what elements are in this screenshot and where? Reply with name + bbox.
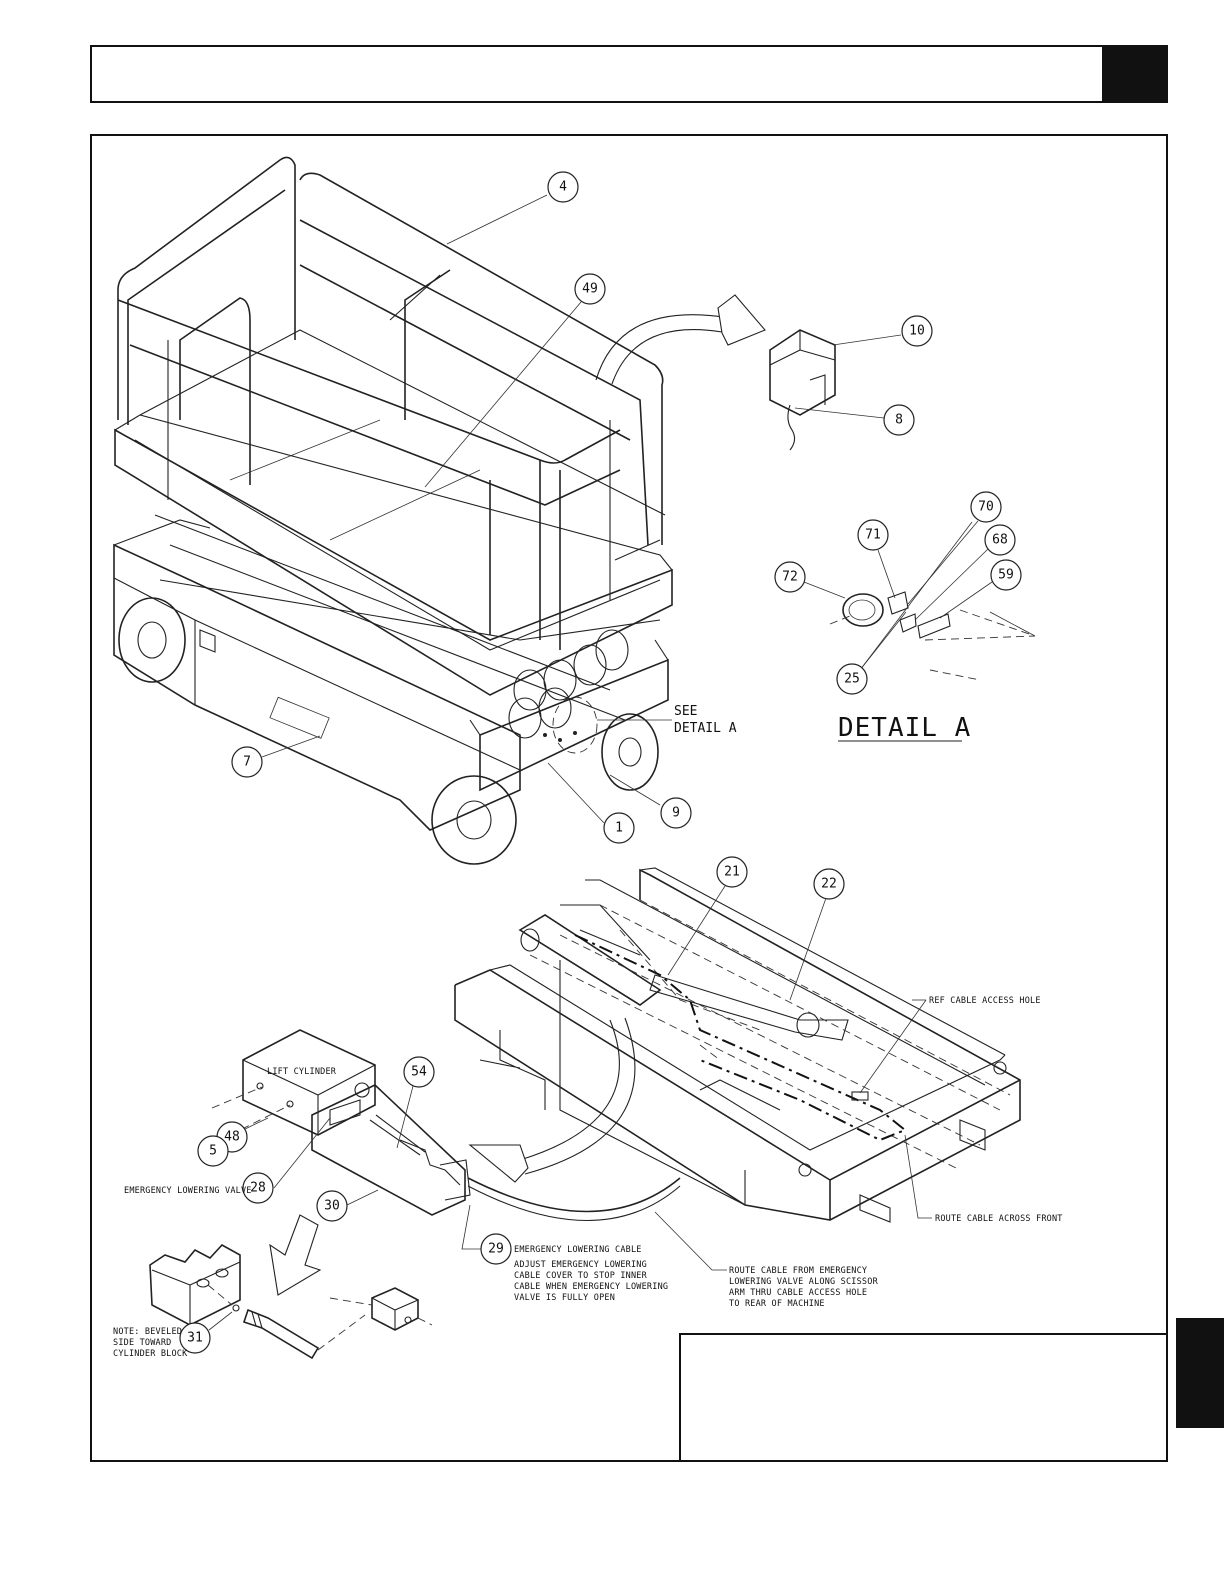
svg-text:28: 28 <box>250 1181 266 1196</box>
callout-5: 5 <box>197 1135 229 1167</box>
svg-text:7: 7 <box>243 755 251 770</box>
svg-text:TO REAR OF MACHINE: TO REAR OF MACHINE <box>729 1299 825 1309</box>
svg-text:49: 49 <box>582 282 598 297</box>
svg-text:9: 9 <box>672 806 680 821</box>
valve-exploded-illustration <box>149 1243 433 1360</box>
detail-a-illustration <box>829 591 1036 681</box>
svg-text:29: 29 <box>488 1242 504 1257</box>
route-cable-note: ROUTE CABLE FROM EMERGENCY LOWERING VALV… <box>729 1266 879 1309</box>
control-box-illustration <box>769 329 836 451</box>
beveled-note: NOTE: BEVELED SIDE TOWARD CYLINDER BLOCK <box>113 1327 188 1359</box>
section-thumb-tab <box>1176 1318 1224 1428</box>
svg-text:NOTE: BEVELED: NOTE: BEVELED <box>113 1327 182 1337</box>
svg-text:8: 8 <box>895 413 903 428</box>
header-section-tab <box>1102 47 1166 101</box>
callout-49: 49 <box>424 273 606 488</box>
svg-text:ROUTE CABLE FROM EMERGENCY: ROUTE CABLE FROM EMERGENCY <box>729 1266 867 1276</box>
svg-text:68: 68 <box>992 533 1008 548</box>
svg-text:ARM THRU CABLE ACCESS HOLE: ARM THRU CABLE ACCESS HOLE <box>729 1288 867 1298</box>
detail-a-heading: DETAIL A <box>838 713 971 743</box>
callout-68: 68 <box>914 524 1016 621</box>
svg-text:ADJUST EMERGENCY LOWERING: ADJUST EMERGENCY LOWERING <box>514 1260 647 1270</box>
svg-text:71: 71 <box>865 528 881 543</box>
svg-text:31: 31 <box>187 1331 203 1346</box>
svg-text:48: 48 <box>224 1130 240 1145</box>
svg-text:5: 5 <box>209 1144 217 1159</box>
svg-text:59: 59 <box>998 568 1014 583</box>
callout-4: 4 <box>446 171 579 245</box>
callout-30: 30 <box>316 1189 379 1222</box>
svg-text:22: 22 <box>821 877 837 892</box>
callout-7: 7 <box>231 735 321 778</box>
callout-31: 31 <box>179 1311 233 1354</box>
svg-text:VALVE IS FULLY OPEN: VALVE IS FULLY OPEN <box>514 1293 615 1303</box>
scissor-lift-illustration <box>113 156 673 865</box>
svg-text:1: 1 <box>615 821 623 836</box>
svg-text:CABLE COVER TO STOP INNER: CABLE COVER TO STOP INNER <box>514 1271 648 1281</box>
see-detail-label: SEE <box>674 704 697 719</box>
see-detail-label-2: DETAIL A <box>674 721 737 736</box>
title-block <box>679 1333 1168 1462</box>
lift-cylinder-label: LIFT CYLINDER <box>267 1067 337 1077</box>
callout-1: 1 <box>547 762 635 844</box>
emergency-lowering-valve-label: EMERGENCY LOWERING VALVE <box>124 1186 252 1196</box>
svg-text:30: 30 <box>324 1199 340 1214</box>
curved-arrow-icon <box>519 1019 620 1161</box>
drawing-frame <box>90 134 1168 1462</box>
svg-text:CABLE WHEN EMERGENCY LOWERING: CABLE WHEN EMERGENCY LOWERING <box>514 1282 668 1292</box>
page-header <box>90 45 1168 103</box>
emergency-lowering-cable-label: EMERGENCY LOWERING CABLE <box>514 1245 642 1255</box>
callout-8: 8 <box>794 404 915 436</box>
adjust-cable-note: ADJUST EMERGENCY LOWERING CABLE COVER TO… <box>514 1260 668 1303</box>
callout-28: 28 <box>242 1117 331 1204</box>
chassis-frame-illustration <box>454 867 1021 1223</box>
svg-text:10: 10 <box>909 324 925 339</box>
svg-text:LOWERING VALVE ALONG SCISSOR: LOWERING VALVE ALONG SCISSOR <box>729 1277 879 1287</box>
svg-text:21: 21 <box>724 865 740 880</box>
svg-text:CYLINDER BLOCK: CYLINDER BLOCK <box>113 1349 188 1359</box>
svg-text:25: 25 <box>844 672 860 687</box>
callout-59: 59 <box>939 559 1022 619</box>
callout-72: 72 <box>774 561 846 599</box>
callout-10: 10 <box>832 315 933 347</box>
callout-71: 71 <box>857 519 896 599</box>
svg-text:4: 4 <box>559 180 567 195</box>
cable-route <box>574 934 907 1142</box>
curved-arrow-icon <box>595 314 731 381</box>
lift-cylinder-illustration <box>242 1029 681 1222</box>
detail-a-circle <box>552 696 598 754</box>
callout-54: 54 <box>396 1056 435 1149</box>
callout-22: 22 <box>789 868 845 1001</box>
down-arrow-icon <box>269 1214 322 1296</box>
svg-text:70: 70 <box>978 500 994 515</box>
callout-9: 9 <box>609 774 692 829</box>
callout-29: 29 <box>461 1204 512 1265</box>
callout-25: 25 <box>836 521 973 695</box>
callout-21: 21 <box>667 856 748 976</box>
ref-cable-access-hole-label: REF CABLE ACCESS HOLE <box>929 996 1041 1006</box>
svg-text:54: 54 <box>411 1065 427 1080</box>
route-cable-across-front-label: ROUTE CABLE ACROSS FRONT <box>935 1214 1063 1224</box>
svg-text:72: 72 <box>782 570 798 585</box>
svg-text:SIDE TOWARD: SIDE TOWARD <box>113 1338 172 1348</box>
callout-70: 70 <box>907 491 1002 605</box>
